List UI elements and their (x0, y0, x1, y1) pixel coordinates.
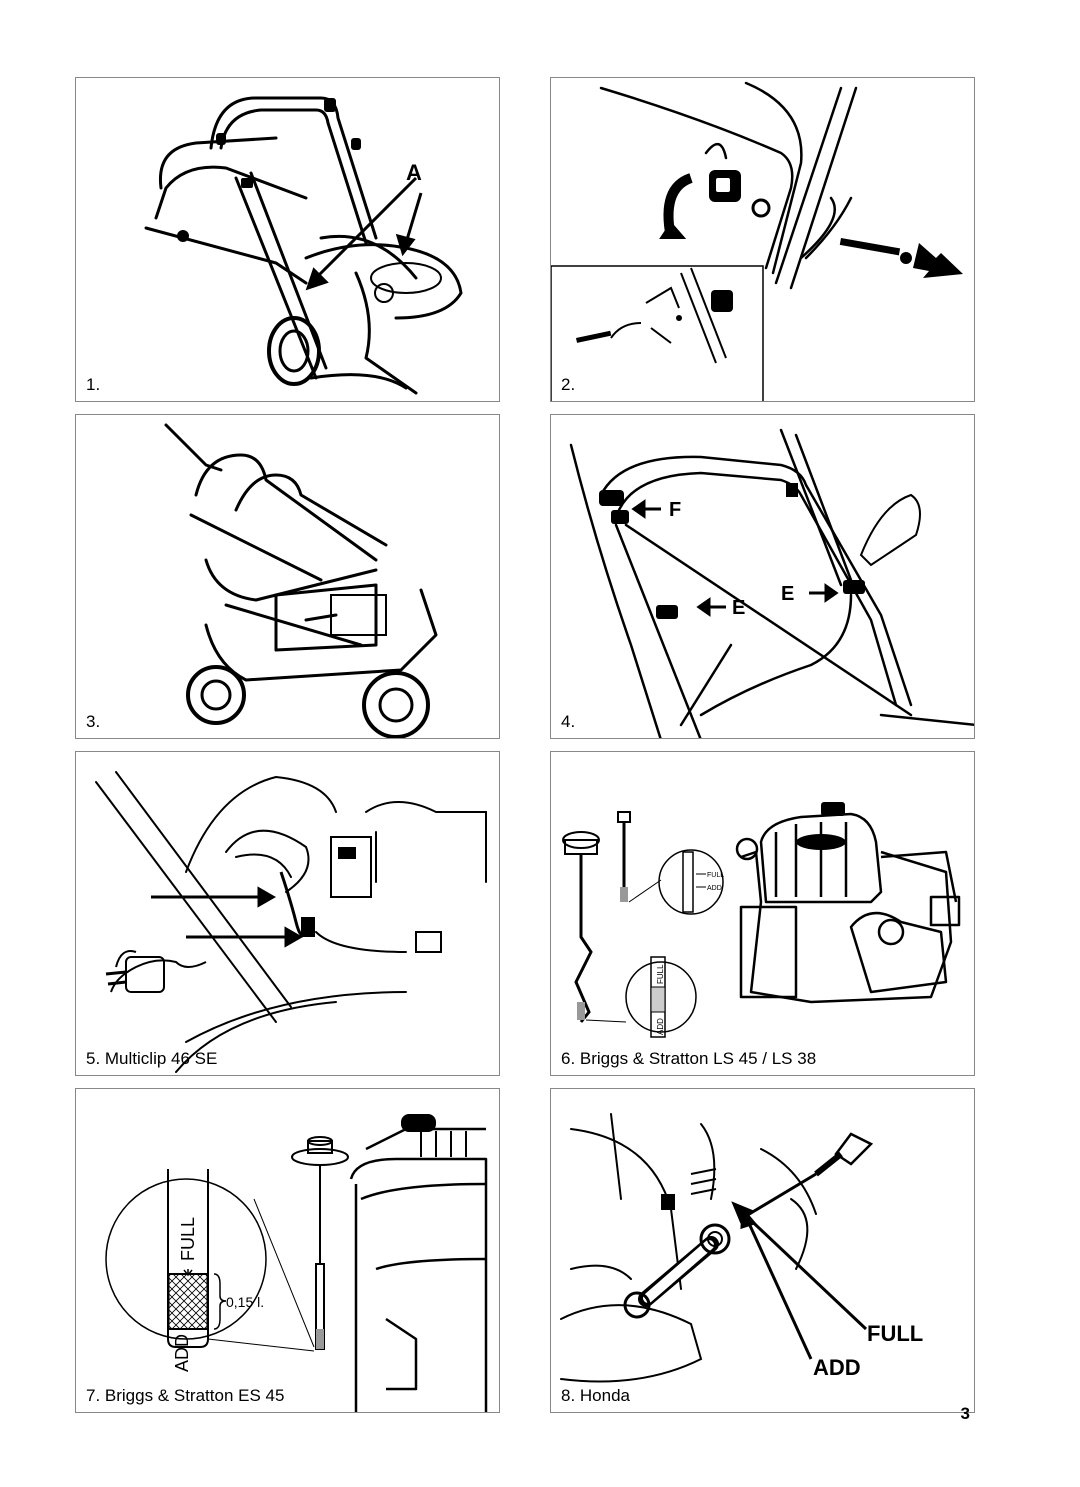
figure-3: 3. (75, 414, 500, 739)
page-number: 3 (960, 1404, 970, 1423)
callout-full: FULL (867, 1321, 923, 1346)
figure-8-caption: 8. Honda (561, 1386, 630, 1405)
figure-8: FULL ADD 8. Honda (550, 1088, 975, 1413)
figure-5: 5. Multiclip 46 SE (75, 751, 500, 1076)
callout-add: ADD (813, 1355, 861, 1380)
figure-1: A 1. (75, 77, 500, 402)
dipstick-es45-illustration: FULL ADD 0,15 l. (105, 1114, 488, 1412)
figure-7-caption: 7. Briggs & Stratton ES 45 (86, 1386, 285, 1405)
figure-2: 2. (550, 77, 975, 402)
callout-f: F (669, 499, 681, 521)
figure-4-caption: 4. (561, 712, 576, 731)
battery-connector-illustration (95, 771, 487, 1073)
figure-2-caption: 2. (561, 375, 576, 394)
dipstick-full-label-bottom: FULL (656, 964, 665, 984)
dipstick-add-label-top: ADD (707, 885, 722, 892)
mower-lifting-handle-illustration (164, 423, 438, 738)
callout-e-right: E (781, 583, 794, 605)
honda-oil-filler-illustration: FULL ADD (560, 1113, 923, 1383)
dipstick-engine-illustration: FULL ADD FULL ADD (562, 802, 961, 1038)
handle-bolt-assembly-illustration (551, 81, 963, 401)
figure-6: FULL ADD FULL ADD 6. Briggs & Stratton L… (550, 751, 975, 1076)
callout-a: A (406, 160, 422, 185)
figure-4: F E E 4. (550, 414, 975, 739)
oil-volume-label: 0,15 l. (226, 1294, 264, 1310)
callout-e-left: E (732, 597, 745, 619)
cable-clip-attachment-illustration: F E E (569, 428, 974, 738)
figure-5-caption: 5. Multiclip 46 SE (86, 1049, 218, 1068)
dipstick-add-label: ADD (172, 1334, 192, 1372)
figure-3-caption: 3. (86, 712, 101, 731)
dipstick-add-label-bottom: ADD (656, 1018, 665, 1035)
figure-1-caption: 1. (86, 375, 101, 394)
mower-handle-unfolded-illustration: A (144, 96, 463, 395)
dipstick-full-label: FULL (178, 1217, 198, 1261)
dipstick-full-label-top: FULL (707, 872, 724, 879)
figure-7: FULL ADD 0,15 l. 7. Briggs & Stratton ES… (75, 1088, 500, 1413)
figure-6-caption: 6. Briggs & Stratton LS 45 / LS 38 (561, 1049, 817, 1068)
